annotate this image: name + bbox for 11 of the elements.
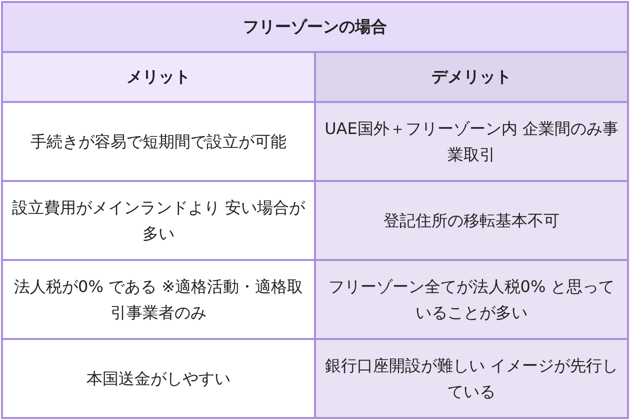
table-cell: フリーゾーン全てが法人税0% と思っていることが多い [315,260,628,339]
table-cell: 設立費用がメインランドより 安い場合が多い [2,181,315,260]
table-cell: 銀行口座開設が難しい イメージが先行している [315,339,628,418]
table-title: フリーゾーンの場合 [2,2,628,52]
table-cell: 登記住所の移転基本不可 [315,181,628,260]
table-cell: 法人税が0% である ※適格活動・適格取引事業者のみ [2,260,315,339]
table-cell: 本国送金がしやすい [2,339,315,418]
table-cell: UAE国外＋フリーゾーン内 企業間のみ事業取引 [315,102,628,181]
table-cell: 手続きが容易で短期間で設立が可能 [2,102,315,181]
header-cell: メリット [2,52,315,102]
header-cell: デメリット [315,52,628,102]
